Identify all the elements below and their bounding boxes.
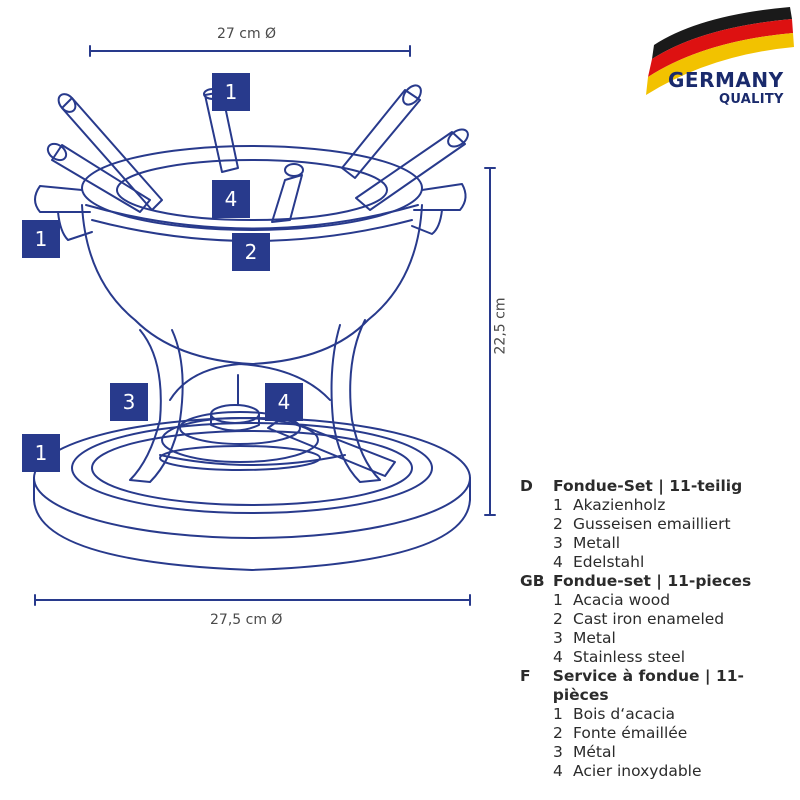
- legend-title: Fondue-set | 11-pieces: [553, 572, 752, 590]
- height-label: 22,5 cm: [492, 297, 509, 355]
- top-diameter-label: 27 cm Ø: [217, 26, 277, 42]
- legend-heading-de: D Fondue-Set | 11-teilig: [520, 477, 798, 496]
- burner: [159, 404, 321, 471]
- bottom-diameter-label: 27,5 cm Ø: [210, 612, 283, 628]
- legend-code: F: [520, 667, 531, 685]
- top-dimension-line: [89, 45, 411, 57]
- height-dimension-line: [484, 167, 496, 516]
- wooden-base-plate: [33, 417, 471, 571]
- callout-metal-stand: 3: [110, 383, 148, 421]
- logo-germany-text: GERMANY: [668, 68, 784, 92]
- callout-acacia-base: 1: [22, 434, 60, 472]
- fondue-forks: [46, 84, 469, 477]
- callout-steel-forks: 4: [212, 180, 250, 218]
- callout-cast-iron: 2: [232, 233, 270, 271]
- callout-acacia-top: 1: [212, 73, 250, 111]
- callout-acacia-handle: 1: [22, 220, 60, 258]
- callout-steel-burner: 4: [265, 383, 303, 421]
- legend-heading-gb: GB Fondue-set | 11-pieces: [520, 572, 798, 591]
- legend-title: Service à fondue | 11-pièces: [552, 667, 744, 704]
- legend-title: Fondue-Set | 11-teilig: [553, 477, 743, 495]
- logo-quality-text: QUALITY: [719, 92, 784, 107]
- legend-code: D: [520, 477, 533, 495]
- germany-flag-icon: [646, 7, 794, 95]
- legend-code: GB: [520, 572, 545, 590]
- legend-heading-f: F Service à fondue | 11-pièces: [520, 667, 798, 705]
- bottom-dimension-line: [34, 594, 471, 606]
